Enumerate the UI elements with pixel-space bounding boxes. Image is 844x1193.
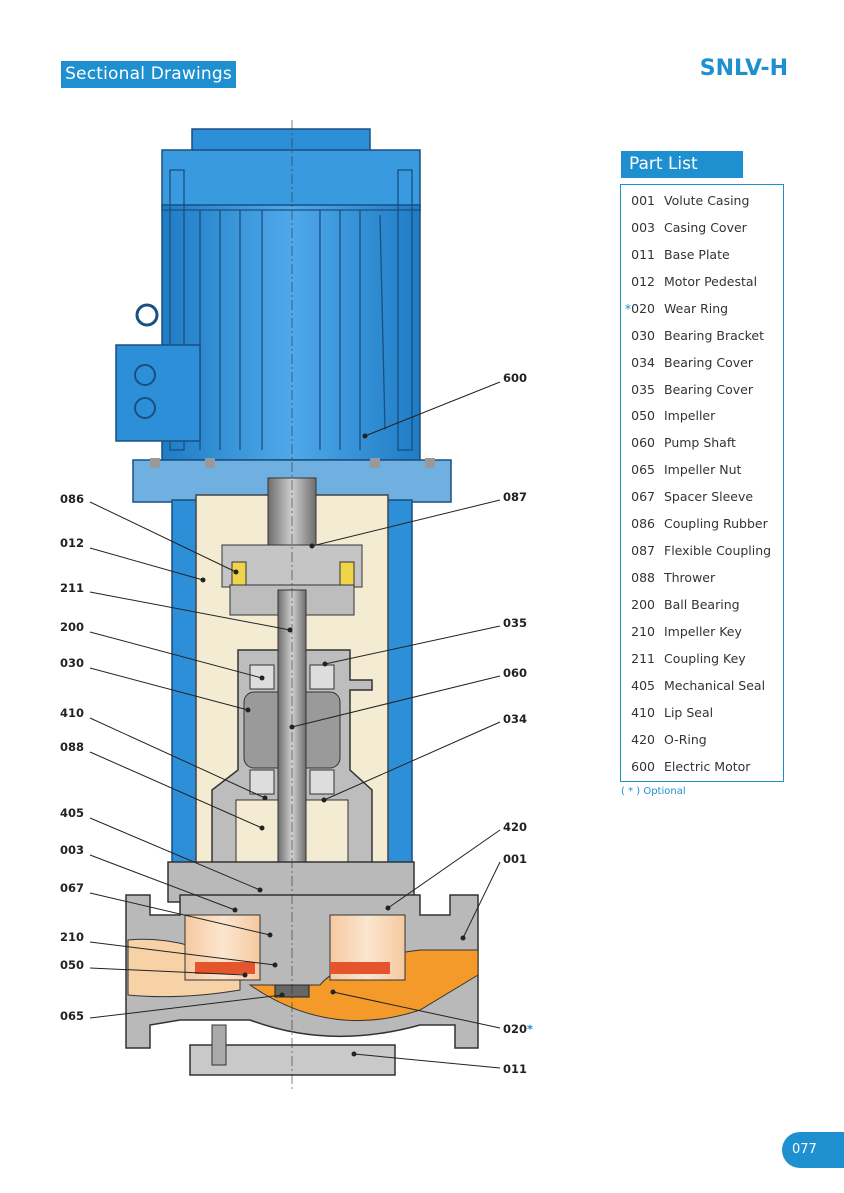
callout-020: 020* <box>503 1022 534 1036</box>
callout-086: 086 <box>60 492 85 506</box>
callout-211: 211 <box>60 581 85 595</box>
leader-lines <box>89 381 501 1069</box>
callout-405: 405 <box>60 806 85 820</box>
callout-034: 034 <box>503 712 528 726</box>
callout-001: 001 <box>503 852 528 866</box>
callout-011: 011 <box>503 1062 528 1076</box>
callout-600: 600 <box>503 371 528 385</box>
callout-067: 067 <box>60 881 85 895</box>
callout-012: 012 <box>60 536 85 550</box>
callout-420: 420 <box>503 820 528 834</box>
callout-030: 030 <box>60 656 85 670</box>
callout-065: 065 <box>60 1009 85 1023</box>
callout-210: 210 <box>60 930 85 944</box>
callout-087: 087 <box>503 490 528 504</box>
model-name: SNLV-H <box>699 56 788 81</box>
callout-003: 003 <box>60 843 85 857</box>
optional-mark: * <box>527 1022 534 1036</box>
callout-088: 088 <box>60 740 85 754</box>
callout-200: 200 <box>60 620 85 634</box>
electric-motor <box>115 128 452 503</box>
optional-note: ( * ) Optional <box>621 786 686 797</box>
page-number: 077 <box>782 1132 844 1168</box>
section-title: Sectional Drawings <box>61 61 236 88</box>
callout-050: 050 <box>60 958 85 972</box>
part-list-title: Part List <box>621 151 743 178</box>
callout-060: 060 <box>503 666 528 680</box>
callout-035: 035 <box>503 616 528 630</box>
callout-410: 410 <box>60 706 85 720</box>
volute-casing <box>125 861 479 1076</box>
